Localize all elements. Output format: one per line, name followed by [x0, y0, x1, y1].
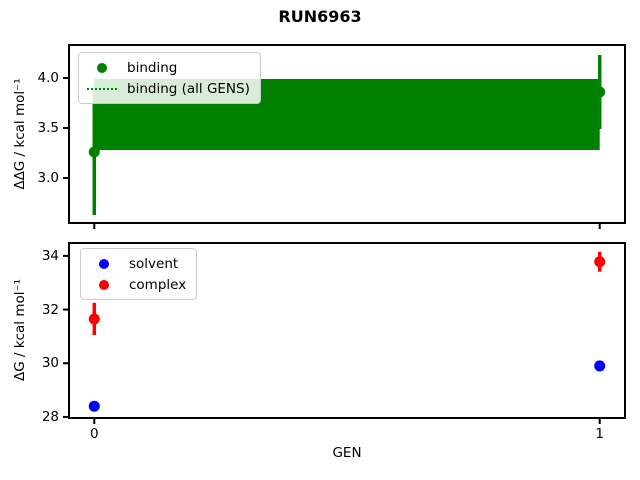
binding-all-gens-dotted-line-icon — [87, 87, 117, 90]
legend-marker-cell — [89, 258, 119, 269]
legend-item-binding: binding — [87, 57, 250, 78]
legend-item-complex: complex — [89, 274, 186, 295]
legend-label-solvent: solvent — [129, 255, 179, 272]
y-tick-label: 3.0 — [37, 170, 59, 186]
data-point-complex — [88, 313, 100, 325]
figure-title: RUN6963 — [278, 7, 362, 26]
x-tick-label: 0 — [89, 426, 99, 442]
data-point-solvent — [88, 400, 100, 412]
x-tick-label: 1 — [595, 426, 605, 442]
data-point-binding — [594, 86, 606, 98]
y-tick-label: 34 — [41, 247, 59, 264]
y-tick-label: 32 — [41, 301, 59, 318]
axes-frame — [68, 44, 626, 224]
legend-marker-cell — [87, 87, 117, 90]
y-tick-label: 3.5 — [37, 120, 59, 136]
y-tick-label: 30 — [41, 355, 59, 372]
legend-marker-cell — [89, 279, 119, 290]
legend-label-binding: binding — [127, 59, 178, 76]
ylabel-binding: ΔΔG / kcal mol⁻¹ — [12, 78, 28, 190]
legend-binding: binding binding (all GENS) — [78, 52, 261, 104]
binding-dot-icon — [97, 62, 107, 73]
legend-dg: solvent complex — [80, 248, 198, 300]
complex-dot-icon — [99, 279, 109, 290]
legend-item-solvent: solvent — [89, 253, 186, 274]
solvent-dot-icon — [99, 258, 109, 269]
xlabel-gen: GEN — [332, 445, 362, 461]
data-point-complex — [594, 256, 606, 268]
legend-item-binding-all-gens: binding (all GENS) — [87, 78, 250, 99]
y-tick-label: 4.0 — [37, 70, 59, 86]
axes-frame — [68, 242, 626, 419]
data-point-solvent — [594, 360, 606, 372]
legend-label-complex: complex — [129, 276, 187, 293]
ylabel-dg: ΔG / kcal mol⁻¹ — [12, 278, 28, 382]
data-point-binding — [88, 146, 100, 158]
legend-marker-cell — [87, 62, 117, 73]
legend-label-binding-all-gens: binding (all GENS) — [127, 80, 250, 97]
y-tick-label: 28 — [41, 408, 59, 425]
